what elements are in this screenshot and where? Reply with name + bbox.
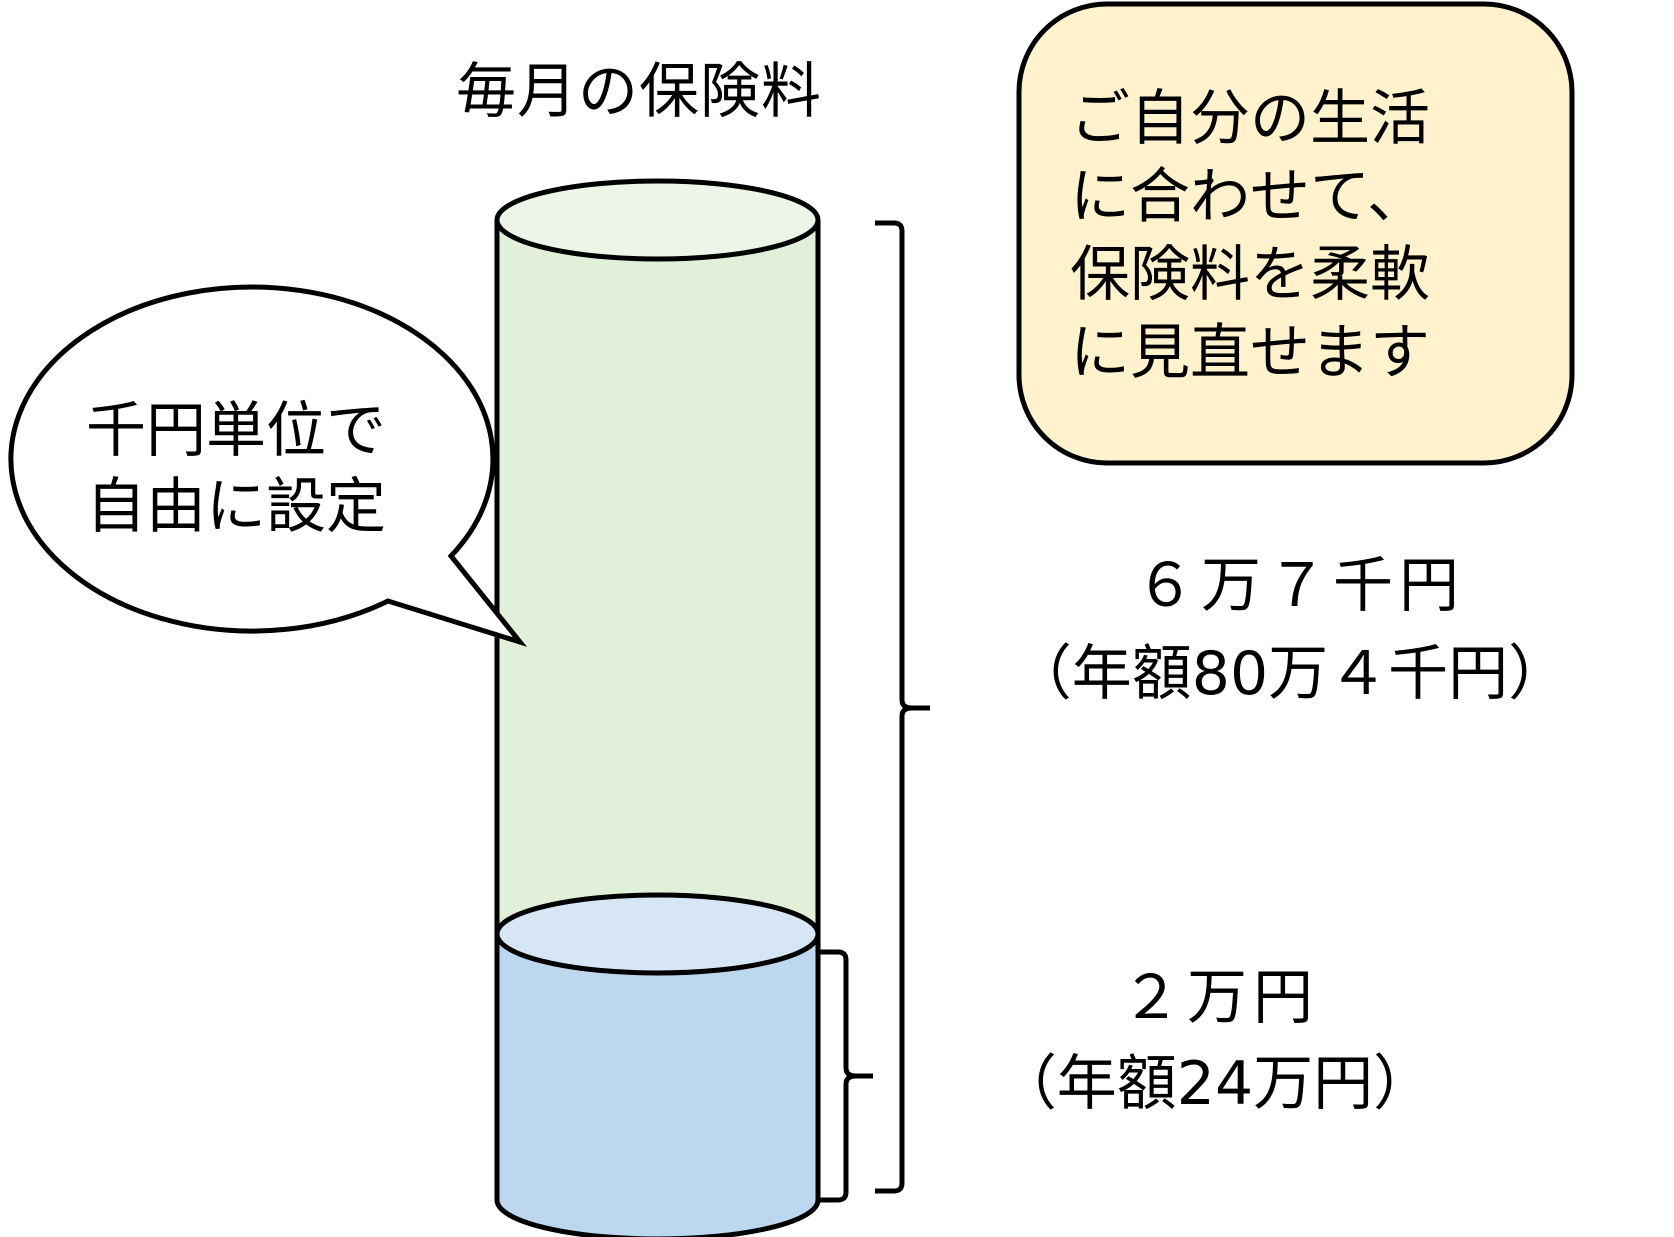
base-monthly-label: ２万円 <box>1121 963 1319 1033</box>
base-bracket-icon <box>820 949 873 1203</box>
speech-bubble-text: 千円単位で 自由に設定 <box>86 393 386 545</box>
note-line: に見直せます <box>1070 318 1430 388</box>
base-annual-label: （年額24万円） <box>996 1049 1434 1119</box>
cylinder-upper-body <box>497 220 818 934</box>
total-monthly-label: ６万７千円 <box>1135 551 1465 621</box>
cylinder-top-ellipse <box>494 178 821 262</box>
note-line: に合わせて、 <box>1070 162 1427 232</box>
total-annual-label: （年額80万４千円） <box>1011 639 1569 709</box>
cylinder-lower-body <box>497 934 818 1200</box>
lower-segment-top-ellipse <box>494 892 821 976</box>
bubble-line: 自由に設定 <box>86 472 386 542</box>
bubble-line: 千円単位で <box>86 396 386 466</box>
note-line: 保険料を柔軟 <box>1070 240 1430 310</box>
speech-bubble <box>8 284 528 647</box>
total-bracket-icon <box>875 220 930 1194</box>
diagram-title: 毎月の保険料 <box>456 57 822 127</box>
note-line: ご自分の生活 <box>1070 84 1430 154</box>
note-box-text: ご自分の生活 に合わせて、 保険料を柔軟 に見直せます <box>1070 80 1430 392</box>
note-box <box>1016 1 1575 466</box>
cylinder-bottom-curve <box>497 1200 818 1237</box>
